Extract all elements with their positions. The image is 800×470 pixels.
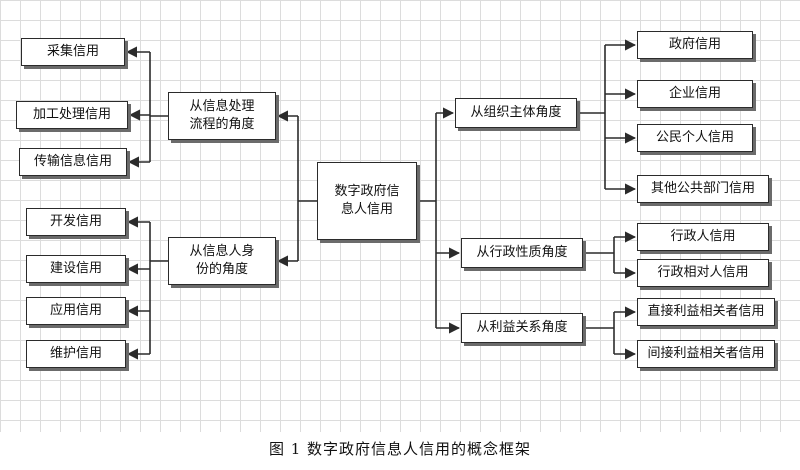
left-group-identity: 从信息人身 份的角度 bbox=[168, 237, 276, 285]
leaf-processing-credit: 加工处理信用 bbox=[16, 101, 128, 129]
figure-caption: 图 1 数字政府信息人信用的概念框架 bbox=[268, 440, 532, 458]
leaf-enterprise-credit: 企业信用 bbox=[637, 80, 753, 108]
leaf-direct-stakeholder-credit: 直接利益相关者信用 bbox=[637, 298, 775, 326]
connector-lines bbox=[125, 39, 637, 360]
leaf-application-credit: 应用信用 bbox=[26, 297, 126, 325]
leaf-transmission-credit: 传输信息信用 bbox=[19, 148, 127, 176]
leaf-administrative-counterpart-credit: 行政相对人信用 bbox=[637, 259, 769, 287]
leaf-construction-credit: 建设信用 bbox=[26, 255, 126, 283]
left-group-processing: 从信息处理 流程的角度 bbox=[168, 92, 276, 140]
leaf-indirect-stakeholder-credit: 间接利益相关者信用 bbox=[637, 340, 775, 368]
leaf-administrator-credit: 行政人信用 bbox=[637, 223, 769, 251]
right-group-interest: 从利益关系角度 bbox=[461, 313, 583, 343]
right-group-organization: 从组织主体角度 bbox=[455, 98, 577, 128]
leaf-maintenance-credit: 维护信用 bbox=[26, 340, 126, 368]
leaf-government-credit: 政府信用 bbox=[637, 31, 753, 59]
leaf-citizen-credit: 公民个人信用 bbox=[637, 124, 753, 152]
diagram-canvas: 数字政府信 息人信用 从信息处理 流程的角度 从信息人身 份的角度 采集信用 加… bbox=[0, 0, 800, 432]
right-group-administrative: 从行政性质角度 bbox=[461, 238, 583, 268]
leaf-other-public-sector-credit: 其他公共部门信用 bbox=[637, 175, 769, 203]
leaf-collect-credit: 采集信用 bbox=[21, 38, 125, 66]
leaf-development-credit: 开发信用 bbox=[26, 208, 126, 236]
center-node: 数字政府信 息人信用 bbox=[317, 162, 417, 240]
